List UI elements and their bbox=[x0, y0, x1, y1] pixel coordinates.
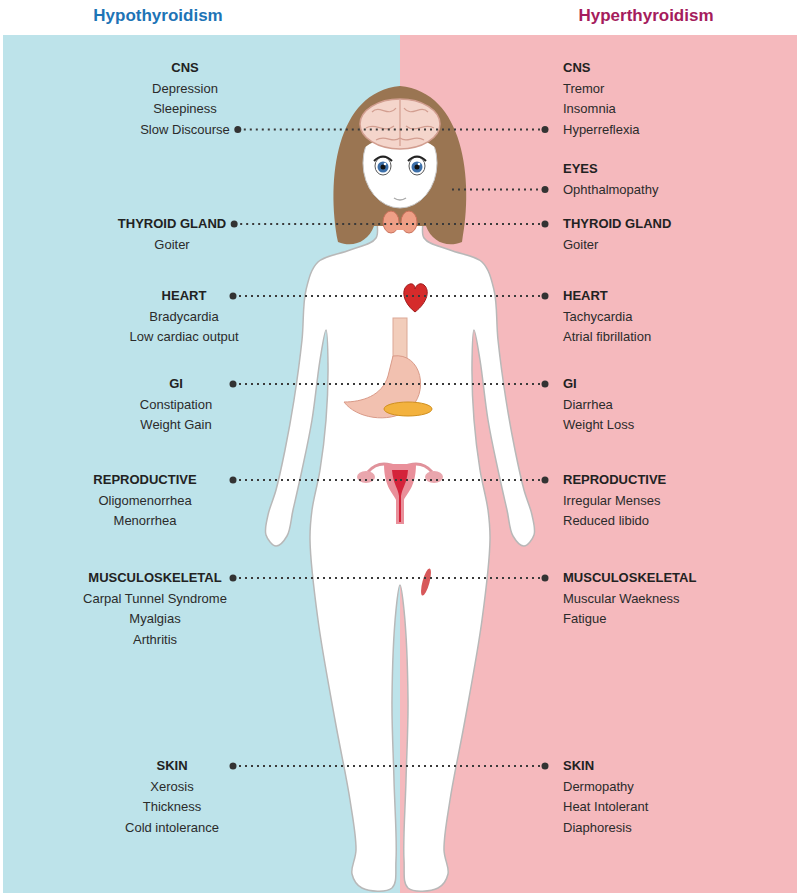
leader-line bbox=[238, 129, 400, 131]
panel-title: Hypothyroidism bbox=[93, 5, 222, 27]
symptom-text: Xerosis bbox=[150, 777, 193, 797]
brain bbox=[360, 99, 440, 149]
leader-line bbox=[233, 577, 400, 579]
symptom-text: Muscular Waekness bbox=[563, 589, 680, 609]
body-outline bbox=[265, 195, 534, 891]
stomach bbox=[344, 318, 432, 418]
hair bbox=[334, 86, 467, 244]
skin-lesion bbox=[419, 568, 433, 597]
heart bbox=[404, 284, 427, 312]
symptom-text: Depression bbox=[152, 79, 218, 99]
symptom-text: Carpal Tunnel Syndrome bbox=[83, 589, 227, 609]
leader-line bbox=[400, 765, 545, 767]
leader-line bbox=[400, 129, 545, 131]
symptom-text: Low cardiac output bbox=[129, 327, 238, 347]
symptom-text: Myalgias bbox=[129, 609, 180, 629]
symptom-text: Reduced libido bbox=[563, 511, 649, 531]
leader-line bbox=[233, 295, 400, 297]
leader-dot bbox=[234, 126, 241, 133]
leader-line bbox=[233, 765, 400, 767]
symptom-text: Arthritis bbox=[133, 630, 177, 650]
symptom-text: Heat Intolerant bbox=[563, 797, 648, 817]
symptom-text: Sleepiness bbox=[153, 99, 217, 119]
symptom-text: Weight Loss bbox=[563, 415, 634, 435]
symptom-text: Dermopathy bbox=[563, 777, 634, 797]
symptom-text: Thickness bbox=[143, 797, 202, 817]
symptom-text: Menorrhea bbox=[114, 511, 177, 531]
panel-title: Hyperthyroidism bbox=[578, 5, 713, 27]
leader-dot bbox=[542, 293, 549, 300]
organ-heading: SKIN bbox=[156, 756, 187, 776]
thyroid-gland bbox=[383, 211, 417, 233]
leader-line bbox=[234, 223, 400, 225]
symptom-text: Diaphoresis bbox=[563, 818, 632, 838]
leader-line bbox=[233, 479, 400, 481]
organ-heading: GI bbox=[169, 374, 183, 394]
organ-heading: MUSCULOSKELETAL bbox=[88, 568, 221, 588]
symptom-text: Irregular Menses bbox=[563, 491, 661, 511]
leader-dot bbox=[542, 381, 549, 388]
organ-heading: MUSCULOSKELETAL bbox=[563, 568, 696, 588]
symptom-text: Ophthalmopathy bbox=[563, 180, 658, 200]
organ-heading: GI bbox=[563, 374, 577, 394]
mouth bbox=[394, 198, 406, 200]
organ-heading: HEART bbox=[162, 286, 207, 306]
symptom-text: Fatigue bbox=[563, 609, 606, 629]
organ-heading: REPRODUCTIVE bbox=[563, 470, 666, 490]
organ-heading: THYROID GLAND bbox=[118, 214, 226, 234]
symptom-text: Hyperreflexia bbox=[563, 120, 640, 140]
organ-heading: SKIN bbox=[563, 756, 594, 776]
leader-line bbox=[400, 383, 545, 385]
symptom-text: Bradycardia bbox=[149, 307, 218, 327]
leader-line bbox=[400, 577, 545, 579]
leader-dot bbox=[230, 763, 237, 770]
leader-line bbox=[233, 383, 400, 385]
leader-dot bbox=[542, 575, 549, 582]
organ-heading: EYES bbox=[563, 159, 598, 179]
symptom-text: Tremor bbox=[563, 79, 604, 99]
symptom-text: Atrial fibrillation bbox=[563, 327, 651, 347]
symptom-text: Constipation bbox=[140, 395, 212, 415]
symptom-text: Slow Discourse bbox=[140, 120, 230, 140]
organ-heading: CNS bbox=[563, 58, 590, 78]
leader-dot bbox=[230, 477, 237, 484]
leader-dot bbox=[230, 575, 237, 582]
organ-heading: REPRODUCTIVE bbox=[93, 470, 196, 490]
leader-dot bbox=[542, 477, 549, 484]
symptom-text: Tachycardia bbox=[563, 307, 632, 327]
leader-line bbox=[452, 189, 545, 191]
leader-dot bbox=[542, 126, 549, 133]
symptom-text: Diarrhea bbox=[563, 395, 613, 415]
leader-dot bbox=[542, 186, 549, 193]
symptom-text: Cold intolerance bbox=[125, 818, 219, 838]
leader-dot bbox=[231, 221, 238, 228]
leader-dot bbox=[542, 221, 549, 228]
symptom-text: Weight Gain bbox=[140, 415, 211, 435]
organ-heading: HEART bbox=[563, 286, 608, 306]
eyes bbox=[374, 157, 426, 176]
leader-line bbox=[400, 479, 545, 481]
symptom-text: Goiter bbox=[563, 235, 598, 255]
leader-dot bbox=[542, 763, 549, 770]
symptom-text: Oligomenorrhea bbox=[98, 491, 191, 511]
uterus bbox=[357, 464, 443, 524]
leader-line bbox=[400, 295, 545, 297]
symptom-text: Insomnia bbox=[563, 99, 616, 119]
organ-heading: CNS bbox=[171, 58, 198, 78]
leader-dot bbox=[230, 381, 237, 388]
symptom-text: Goiter bbox=[154, 235, 189, 255]
organ-heading: THYROID GLAND bbox=[563, 214, 671, 234]
leader-dot bbox=[230, 293, 237, 300]
leader-line bbox=[400, 223, 545, 225]
